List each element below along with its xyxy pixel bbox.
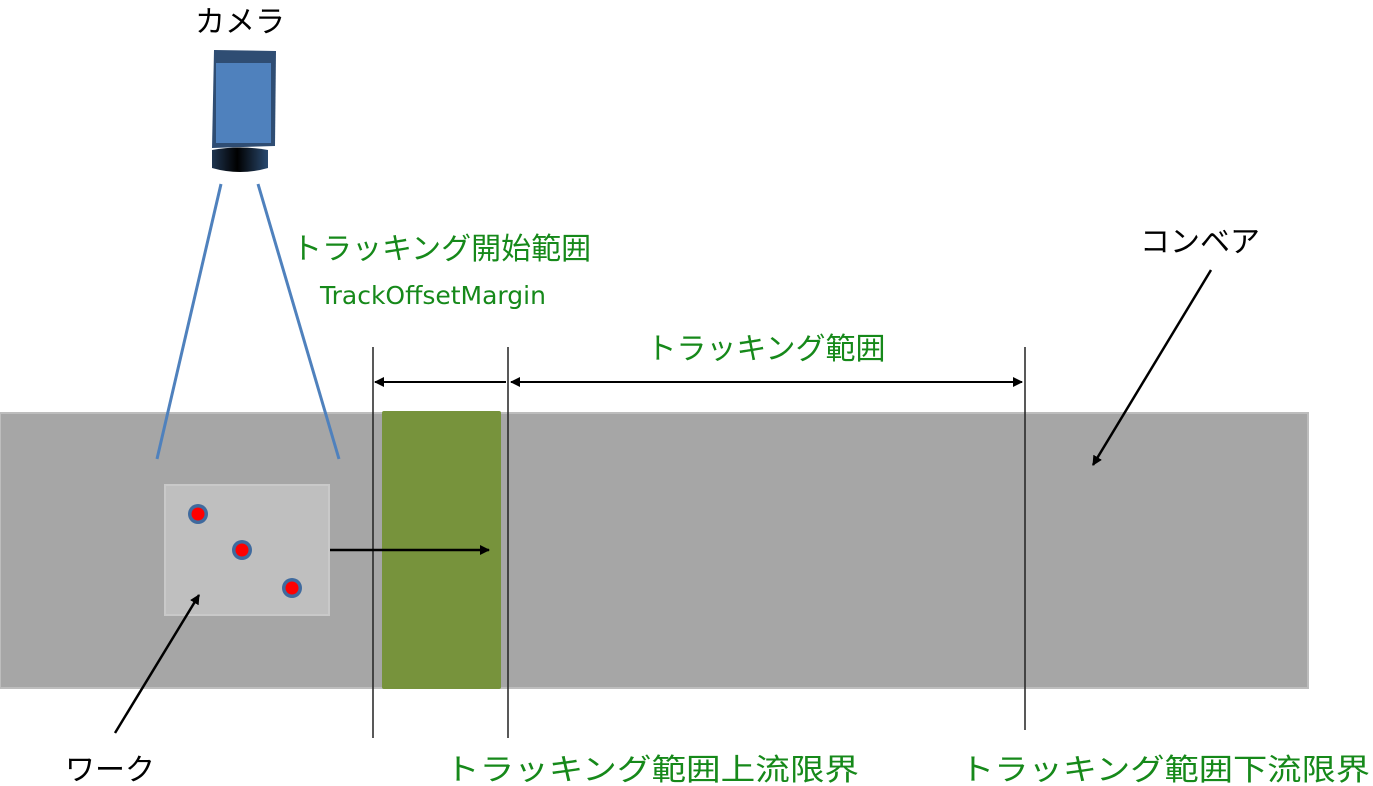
upstream-limit-label: トラッキング範囲上流限界 xyxy=(445,753,859,786)
camera-label: カメラ xyxy=(195,5,285,40)
camera-view-line-right xyxy=(256,183,341,460)
track-start-range-label: トラッキング開始範囲 xyxy=(292,232,591,267)
work-label: ワーク xyxy=(65,753,155,786)
downstream-limit-label: トラッキング範囲下流限界 xyxy=(960,753,1370,786)
work-point xyxy=(188,504,208,524)
conveyor-label: コンベア xyxy=(1140,225,1260,260)
work-point xyxy=(282,578,302,598)
track-offset-margin-label: TrackOffsetMargin xyxy=(319,281,546,310)
camera-view-line-left xyxy=(155,183,223,460)
conveyor-pointer-arrow xyxy=(1091,269,1213,466)
work-pointer-arrow xyxy=(113,594,201,734)
work-point xyxy=(232,540,252,560)
camera-icon xyxy=(212,50,276,172)
tracking-range-label: トラッキング範囲 xyxy=(646,332,885,367)
